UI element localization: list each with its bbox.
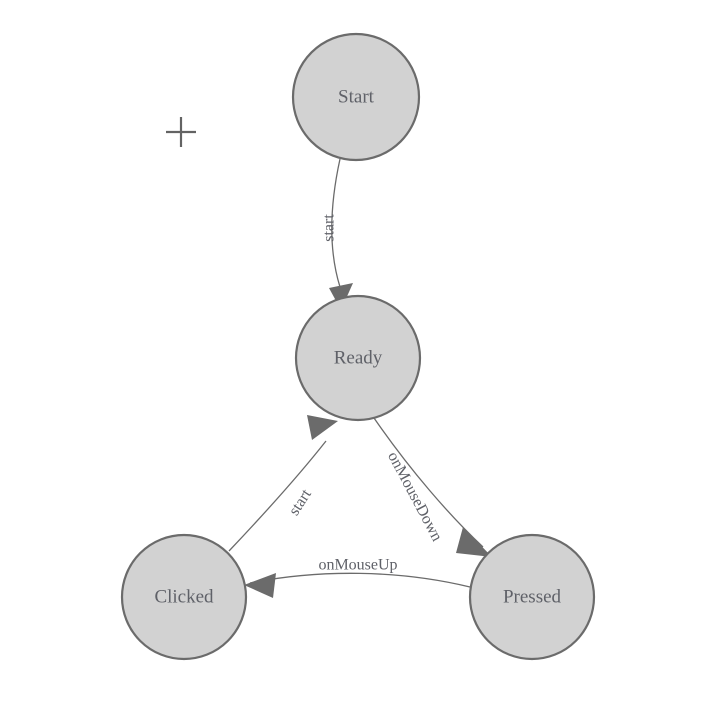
edge-pressed-to-clicked[interactable]: onMouseUp: [244, 557, 471, 598]
node-pressed[interactable]: Pressed: [468, 533, 596, 661]
edge-pressed-to-clicked-arrowhead: [244, 573, 276, 598]
edge-ready-to-pressed-arrowhead: [456, 527, 492, 557]
edge-clicked-to-ready-path: [228, 440, 327, 552]
edge-label-clicked-to-ready: start: [286, 486, 316, 519]
edge-start-to-ready-arrowhead: [329, 283, 353, 310]
node-clicked-label: Clicked: [154, 586, 214, 607]
node-clicked[interactable]: Clicked: [120, 533, 248, 661]
node-ready[interactable]: Ready: [294, 294, 422, 422]
edge-pressed-to-clicked-path: [249, 572, 471, 588]
node-start-label: Start: [338, 86, 375, 107]
node-ready-circle[interactable]: [294, 294, 422, 422]
node-pressed-label: Pressed: [503, 586, 562, 607]
node-start-circle[interactable]: [291, 32, 421, 162]
edge-clicked-to-ready[interactable]: start: [228, 415, 338, 552]
edge-label-ready-to-pressed: onMouseDown: [384, 449, 445, 544]
edge-label-pressed-to-clicked: onMouseUp: [318, 557, 397, 574]
node-start[interactable]: Start: [291, 32, 421, 162]
node-clicked-circle[interactable]: [120, 533, 248, 661]
edge-start-to-ready[interactable]: start: [321, 158, 353, 310]
node-ready-label: Ready: [334, 347, 383, 368]
edge-start-to-ready-path: [331, 158, 341, 288]
edge-label-start-to-ready: start: [321, 214, 338, 242]
node-pressed-circle[interactable]: [468, 533, 596, 661]
edge-ready-to-pressed[interactable]: onMouseDown: [373, 417, 492, 557]
plus-icon[interactable]: [166, 117, 196, 147]
edge-clicked-to-ready-arrowhead: [307, 415, 338, 440]
